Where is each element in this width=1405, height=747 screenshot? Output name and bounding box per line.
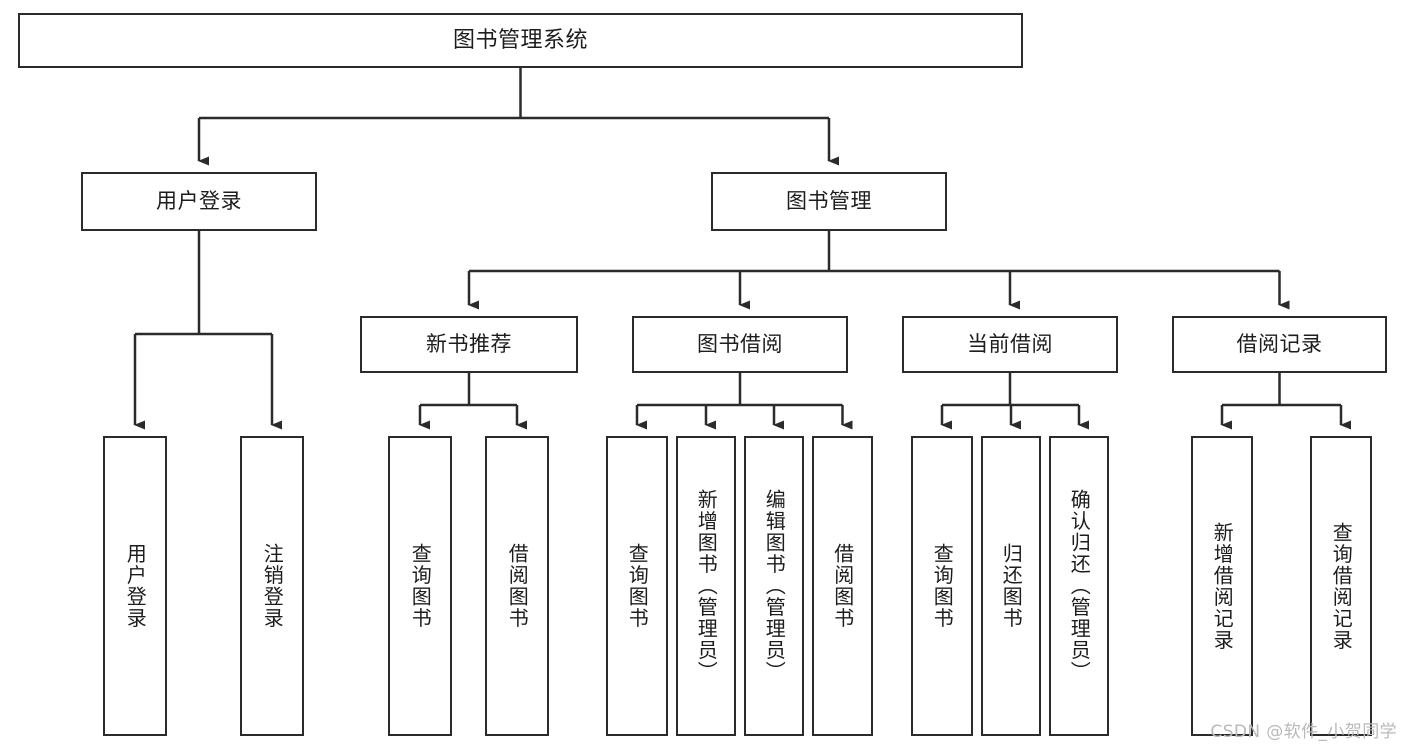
node-l3-borrow[interactable]: 图书借阅: [632, 316, 848, 373]
node-l2-login[interactable]: 用户登录: [81, 172, 317, 231]
node-leaf-4[interactable]: 借阅图书: [485, 436, 549, 736]
node-leaf-9[interactable]: 查询图书: [911, 436, 973, 736]
node-leaf-7[interactable]: 编辑图书（管理员）: [744, 436, 804, 736]
node-label: 查询借阅记录: [1329, 521, 1354, 651]
node-leaf-10[interactable]: 归还图书: [981, 436, 1041, 736]
node-root[interactable]: 图书管理系统: [18, 13, 1023, 68]
node-label: 查询图书: [408, 543, 433, 629]
node-label: 新增借阅记录: [1210, 521, 1235, 651]
node-label: 图书管理系统: [452, 27, 588, 53]
node-leaf-8[interactable]: 借阅图书: [812, 436, 873, 736]
node-leaf-5[interactable]: 查询图书: [606, 436, 668, 736]
node-leaf-1[interactable]: 用户登录: [103, 436, 167, 736]
node-label: 借阅图书: [830, 543, 855, 629]
node-label: 当前借阅: [967, 332, 1053, 357]
node-label: 编辑图书（管理员）: [762, 489, 787, 683]
node-leaf-12[interactable]: 新增借阅记录: [1191, 436, 1253, 736]
node-l2-manage[interactable]: 图书管理: [711, 172, 947, 231]
node-label: 归还图书: [999, 543, 1024, 629]
node-label: 用户登录: [156, 189, 242, 214]
node-leaf-2[interactable]: 注销登录: [240, 436, 304, 736]
node-label: 图书管理: [786, 189, 872, 214]
node-l3-current[interactable]: 当前借阅: [902, 316, 1118, 373]
node-label: 查询图书: [930, 543, 955, 629]
node-leaf-11[interactable]: 确认归还（管理员）: [1049, 436, 1109, 736]
node-leaf-13[interactable]: 查询借阅记录: [1310, 436, 1372, 736]
node-label: 查询图书: [625, 543, 650, 629]
node-l3-newbook[interactable]: 新书推荐: [360, 316, 578, 373]
node-label: 用户登录: [123, 543, 148, 629]
node-label: 新增图书（管理员）: [694, 489, 719, 683]
watermark-text: CSDN @软件_小贺同学: [1210, 722, 1397, 742]
node-l3-record[interactable]: 借阅记录: [1172, 316, 1387, 373]
node-label: 新书推荐: [426, 332, 512, 357]
node-leaf-3[interactable]: 查询图书: [388, 436, 452, 736]
node-label: 注销登录: [260, 543, 285, 629]
node-label: 图书借阅: [697, 332, 783, 357]
node-label: 借阅图书: [505, 543, 530, 629]
node-leaf-6[interactable]: 新增图书（管理员）: [676, 436, 736, 736]
node-label: 确认归还（管理员）: [1067, 489, 1092, 683]
node-label: 借阅记录: [1236, 332, 1323, 357]
